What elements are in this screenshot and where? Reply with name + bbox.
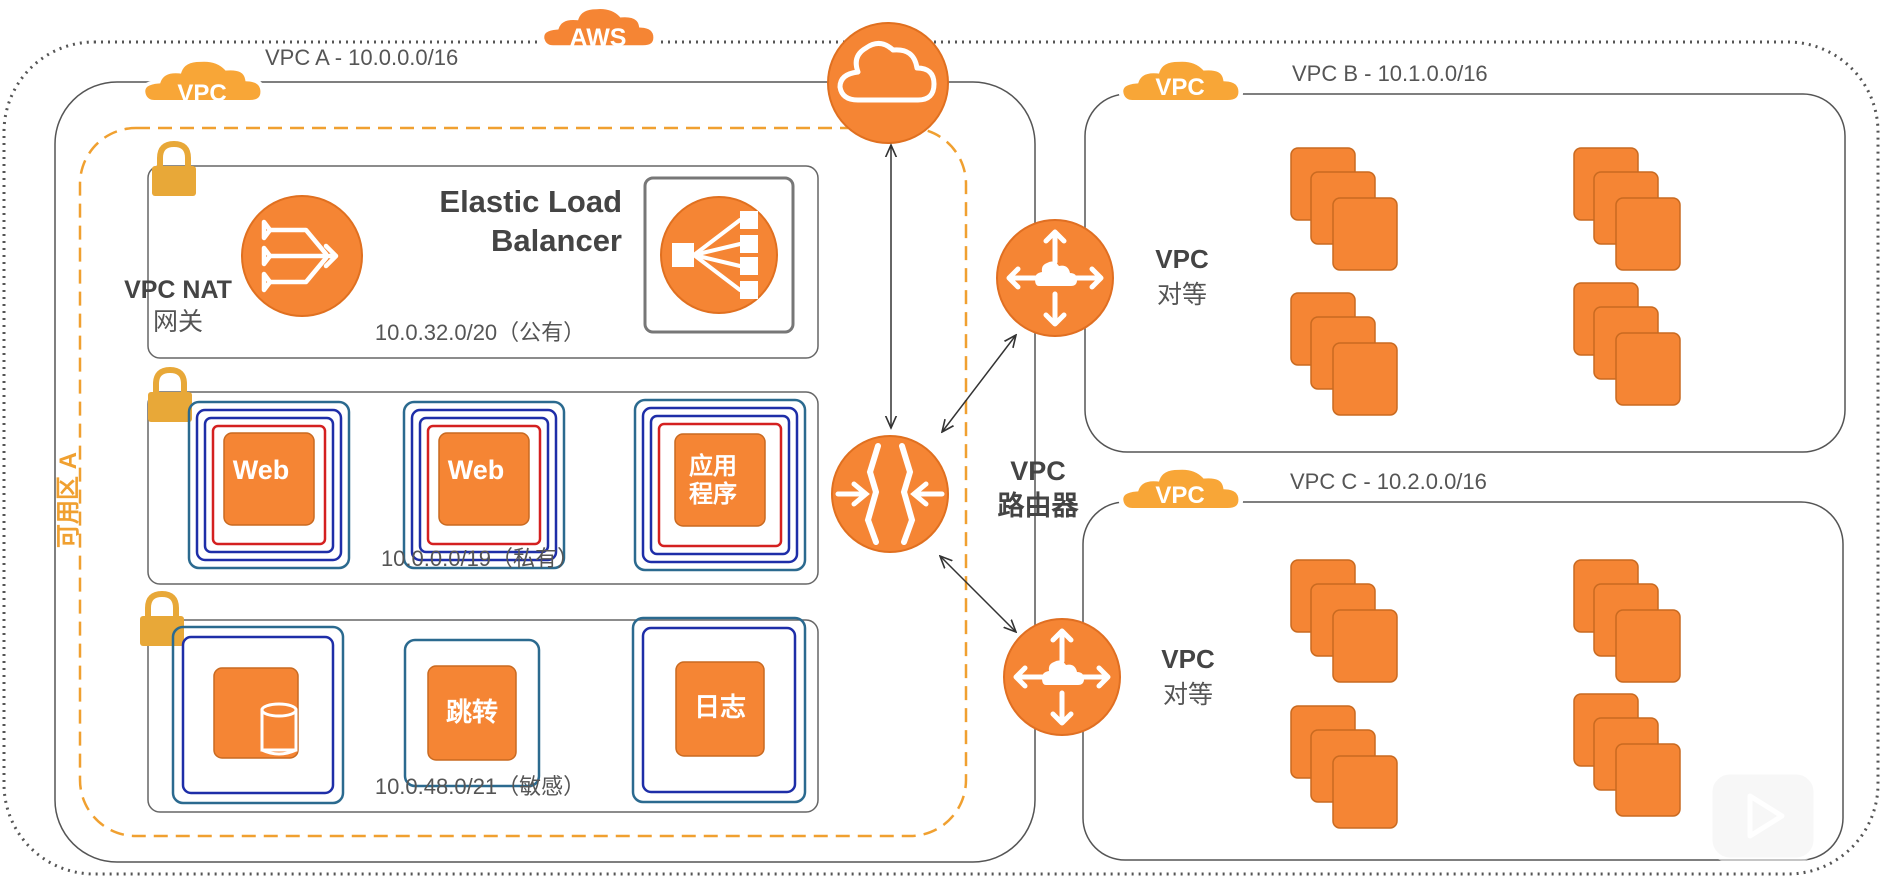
sensitive-subnet-cidr: 10.0.48.0/21（敏感）: [375, 774, 585, 799]
router-peer-b-connector: [942, 335, 1016, 432]
vpc-router-label-line1: VPC: [1010, 456, 1066, 486]
web-server-tile: [402, 400, 566, 570]
vpc-c-badge-label: VPC: [1155, 482, 1204, 509]
availability-zone-a: [78, 126, 968, 838]
log-server-tile: [631, 616, 807, 804]
vpc-b-peering-label-line2: 对等: [1157, 281, 1207, 309]
vpc-b-peering-label-line1: VPC: [1155, 244, 1209, 274]
vpc-a-title: VPC A - 10.0.0.0/16: [265, 45, 458, 70]
peering-connection-icon: [1004, 619, 1120, 735]
database-icon: [260, 702, 298, 756]
peering-connection-icon: [997, 220, 1113, 336]
video-play-watermark-icon: [1707, 759, 1819, 863]
internet-gateway-icon: [827, 22, 949, 144]
vpc-c-peering-label-line1: VPC: [1161, 644, 1215, 674]
web-tile-label: Web: [448, 455, 505, 485]
aws-label: AWS: [570, 24, 627, 52]
vpc-b-title: VPC B - 10.1.0.0/16: [1292, 61, 1488, 86]
vpc-b-badge-label: VPC: [1155, 74, 1204, 101]
web-server-tile: [187, 400, 351, 570]
jump-host-tile: [403, 638, 541, 788]
load-balancer-icon: [643, 176, 795, 334]
router-peer-c-connector: [940, 556, 1016, 632]
web-tile-label: Web: [233, 455, 290, 485]
app-tile-label-line1: 应用: [689, 452, 737, 480]
availability-zone-label: 可用区 A: [55, 452, 82, 548]
vpc-a-badge-label: VPC: [177, 80, 226, 107]
database-tile: [171, 625, 345, 805]
app-tile-label-line2: 程序: [689, 480, 737, 508]
private-subnet-cidr: 10.0.0.0/19（私有）: [381, 546, 579, 571]
nat-gateway-label-line2: 网关: [153, 308, 203, 336]
app-server-tile: [633, 398, 807, 572]
vpc-c-title: VPC C - 10.2.0.0/16: [1290, 469, 1487, 494]
vpc-router-label-line2: 路由器: [998, 490, 1080, 521]
elb-label-line2: Balancer: [491, 223, 622, 258]
elb-label-line1: Elastic Load: [439, 184, 622, 219]
vpc-c-peering-label-line2: 对等: [1163, 681, 1213, 709]
public-subnet-cidr: 10.0.32.0/20（公有）: [375, 320, 585, 345]
aws-boundary: [2, 40, 1880, 876]
nat-gateway-label-line1: VPC NAT: [124, 276, 232, 304]
log-tile-label: 日志: [694, 692, 746, 722]
jump-tile-label: 跳转: [446, 697, 498, 727]
vpc-router-icon: [831, 435, 949, 553]
nat-gateway-icon: [241, 195, 363, 317]
